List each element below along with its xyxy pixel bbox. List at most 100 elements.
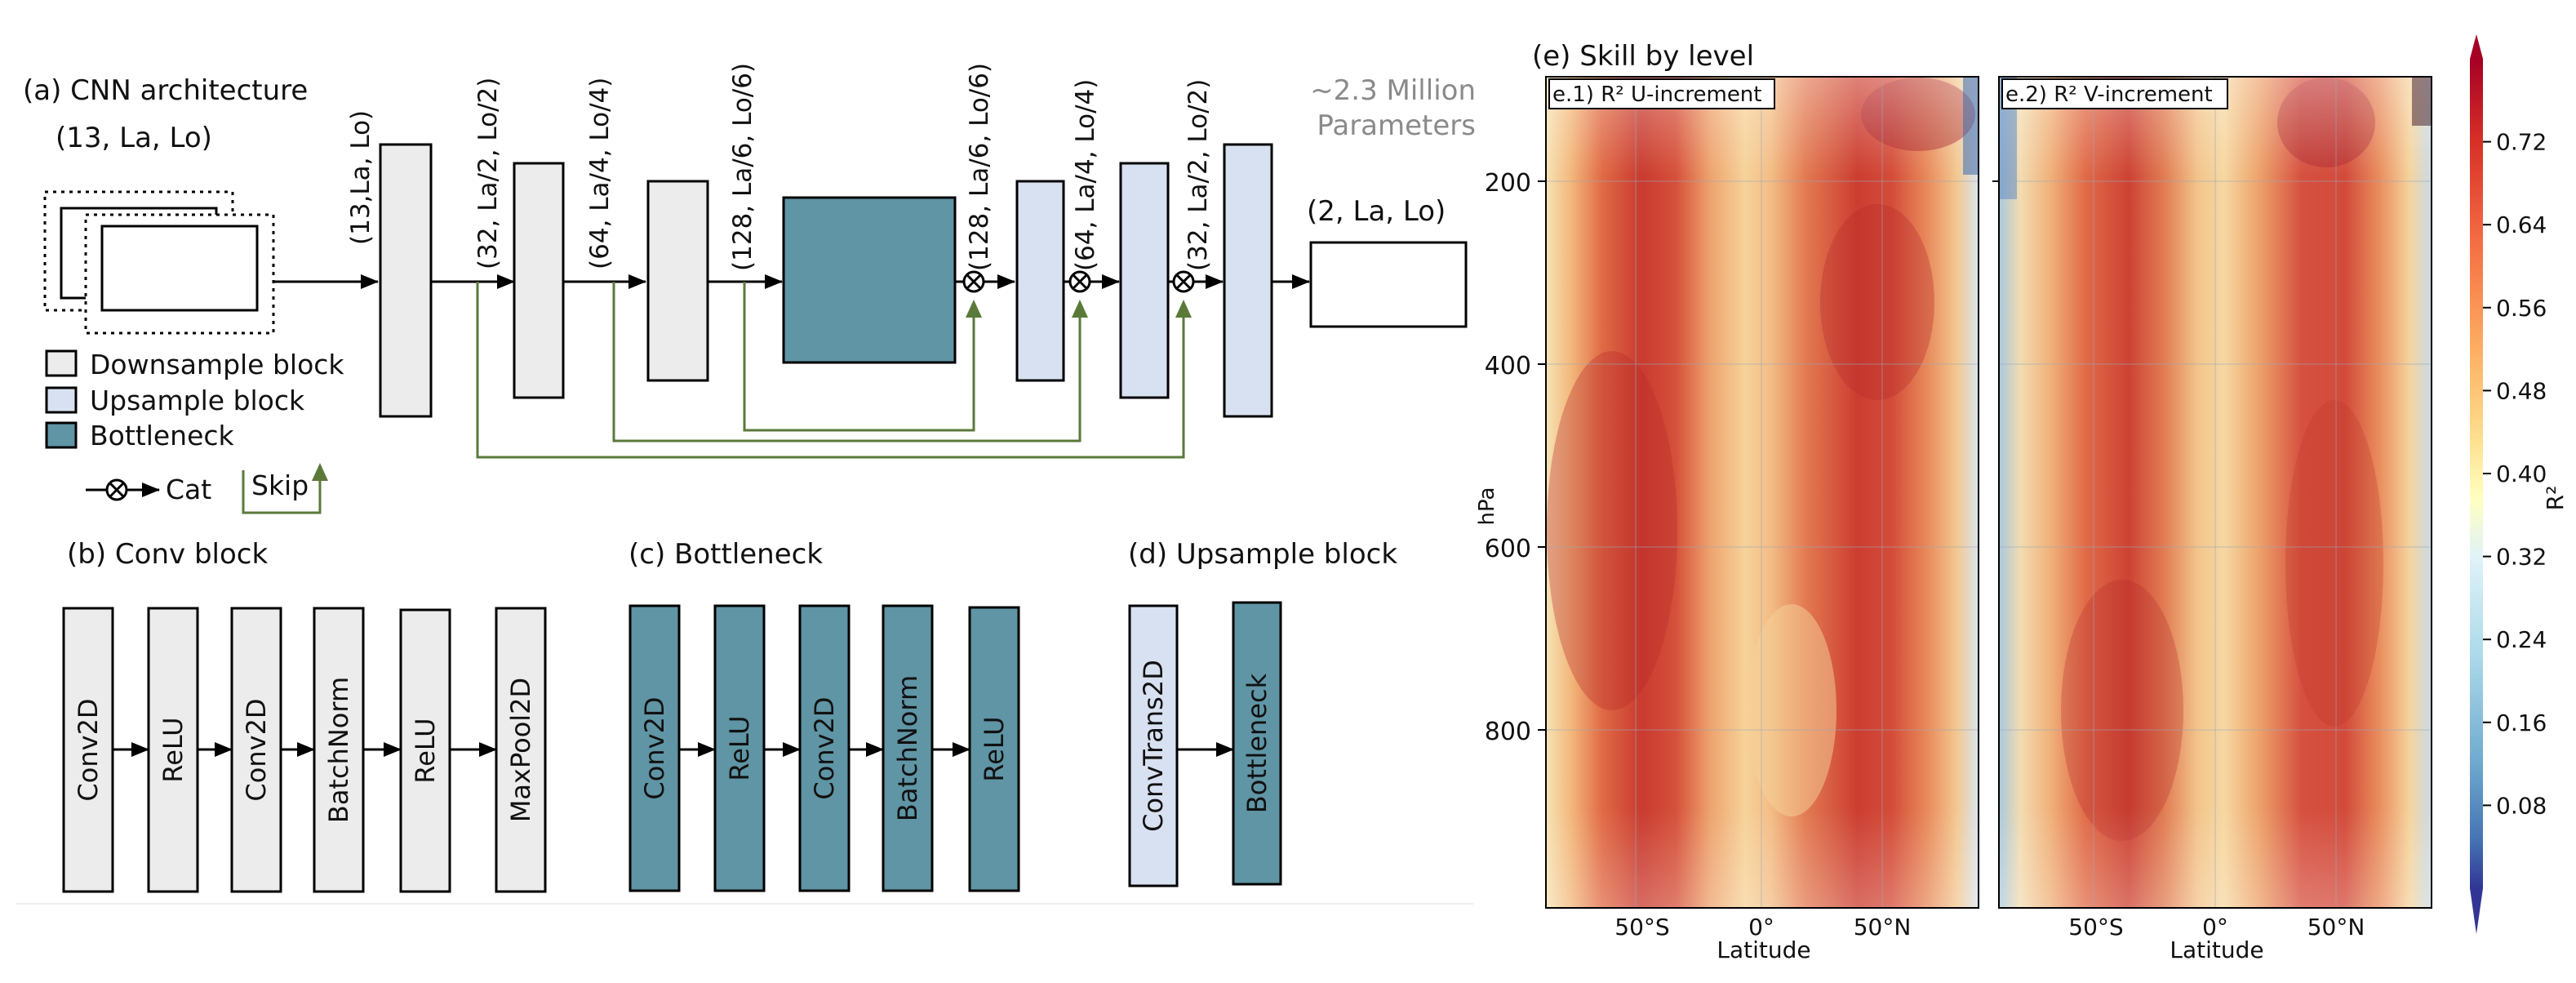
panel-d-title: (d) Upsample block [1128,538,1397,571]
upsample-layer-2: Bottleneck [1232,601,1282,886]
x-tick-0-1: 0° [1748,914,1774,941]
legend-downsample-swatch [45,349,78,377]
stage-label-d2: (64, La/4, Lo/4) [585,78,615,269]
svg-text:0.40: 0.40 [2496,460,2547,487]
svg-text:200: 200 [1485,169,1531,198]
params-line-1: ~2.3 Million [1310,74,1476,107]
svg-text:0.24: 0.24 [2496,626,2547,653]
params-line-2: Parameters [1317,109,1476,142]
input-frame-front [100,225,259,312]
upsample-layers: ConvTrans2D Bottleneck [1128,601,1282,887]
panel-b-title: (b) Conv block [67,538,268,571]
legend-upsample-label: Upsample block [90,385,305,416]
y-tick-200: 200 [1485,169,1546,198]
svg-text:600: 600 [1485,535,1531,563]
svg-text:MaxPool2D: MaxPool2D [505,678,536,822]
y-tick-600: 600 [1485,535,1546,563]
cat-symbol-1 [962,270,985,293]
svg-text:0.48: 0.48 [2496,377,2547,404]
conv-block-layer-1: Conv2D [62,607,114,893]
subplot-2-label-box [2001,78,2228,109]
stage-label-d1: (32, La/2, Lo/2) [473,78,503,269]
legend-upsample-swatch [45,386,78,414]
svg-text:Conv2D: Conv2D [639,696,670,799]
conv-block-layer-6: MaxPool2D [495,607,547,893]
svg-text:400: 400 [1485,352,1531,380]
x-tick-50s-1: 50°S [1614,914,1669,941]
upsample-block-1 [1015,180,1065,382]
panel-c-title: (c) Bottleneck [628,538,823,571]
x-tick-50s-2: 50°S [2068,914,2123,941]
legend-skip-symbol [242,463,328,514]
svg-text:Conv2D: Conv2D [809,696,840,799]
svg-text:ReLU: ReLU [158,717,189,782]
conv-block-layers: Conv2D ReLU Conv2D BatchNorm ReLU MaxPool2D [62,607,547,893]
upsample-block-3 [1223,143,1273,418]
colorbar-tick-0.48: 0.48 [2483,377,2547,404]
colorbar-tick-0.40: 0.40 [2483,460,2547,487]
conv-block-layer-4: BatchNorm [313,607,365,893]
svg-text:BatchNorm: BatchNorm [323,677,354,823]
x-axis-label-2: Latitude [2170,936,2263,963]
bottleneck-layer-5: ReLU [968,606,1020,892]
stage-label-u1: (128, La/6, Lo/6) [965,63,994,271]
bottleneck-layer-3: Conv2D [798,604,851,892]
bottleneck-block [782,196,957,364]
svg-text:0.32: 0.32 [2496,544,2547,571]
colorbar-tick-0.24: 0.24 [2483,626,2547,653]
subplot-1-label: e.1) R² U-increment [1552,82,1761,107]
bottleneck-layer-2: ReLU [713,604,766,892]
heatmap-v-increment [1998,76,2432,909]
svg-text:Bottleneck: Bottleneck [1241,673,1272,813]
conv-block-layer-5: ReLU [399,608,451,893]
y-tick-800: 800 [1485,718,1546,746]
y-tick-400: 400 [1485,352,1546,380]
downsample-block-3 [646,180,709,382]
colorbar-label: R² [2542,486,2569,511]
legend-downsample-label: Downsample block [90,349,344,380]
panel-a-title: (a) CNN architecture [23,74,308,107]
svg-text:BatchNorm: BatchNorm [892,675,923,821]
svg-text:0.16: 0.16 [2496,709,2547,736]
colorbar-tick-0.16: 0.16 [2483,709,2547,736]
stage-label-d3: (128, La/6, Lo/6) [728,63,757,271]
skip-connection-128 [743,282,982,432]
legend-bottleneck-swatch [45,421,78,449]
upsample-block-2 [1119,162,1170,399]
input-shape-label: (13, La, Lo) [56,122,212,154]
svg-text:0.64: 0.64 [2496,211,2547,238]
legend-cat-label: Cat [166,474,211,505]
colorbar [2470,34,2483,934]
colorbar-tick-0.64: 0.64 [2483,211,2547,238]
stage-label-input: (13,La, Lo) [346,110,375,245]
upsample-layer-1: ConvTrans2D [1128,604,1179,887]
cat-symbol-2 [1068,270,1091,293]
colorbar-tick-0.56: 0.56 [2483,295,2547,322]
stage-label-u3: (32, La/2, Lo/2) [1184,79,1213,271]
output-shape-label: (2, La, Lo) [1307,195,1446,228]
x-axis-label-1: Latitude [1717,936,1810,963]
conv-block-layer-2: ReLU [147,607,199,893]
svg-text:ReLU: ReLU [724,715,755,781]
legend-cat-symbol [86,478,160,501]
heatmap-u-increment [1545,76,1979,909]
downsample-block-1 [379,143,433,418]
subplot-1-label-box [1548,78,1775,109]
colorbar-tick-0.08: 0.08 [2483,792,2547,819]
svg-text:0.08: 0.08 [2496,792,2547,819]
x-tick-0-2: 0° [2202,914,2228,941]
stage-label-u2: (64, La/4, Lo/4) [1071,79,1100,271]
colorbar-tick-0.32: 0.32 [2483,544,2547,571]
downsample-block-2 [513,162,565,399]
colorbar-tick-0.72: 0.72 [2483,129,2547,156]
bottleneck-layers: Conv2D ReLU Conv2D BatchNorm ReLU [628,604,1020,892]
conv-block-layer-3: Conv2D [230,607,282,893]
svg-text:0.72: 0.72 [2496,129,2547,156]
bottleneck-layer-1: Conv2D [628,604,681,892]
x-tick-50n-1: 50°N [1854,914,1912,941]
svg-text:0.56: 0.56 [2496,295,2547,322]
svg-text:ReLU: ReLU [410,718,441,783]
output-frame [1309,241,1468,328]
svg-text:Conv2D: Conv2D [73,698,104,801]
